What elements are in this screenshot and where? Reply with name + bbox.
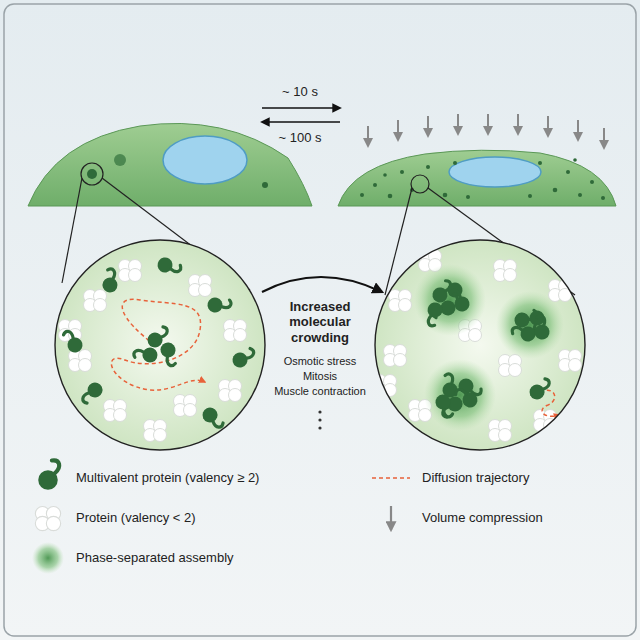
cause-label: Mitosis xyxy=(303,370,337,383)
legend-text: Multivalent protein (valency ≥ 2) xyxy=(76,470,259,486)
legend-text: Protein (valency < 2) xyxy=(76,510,196,526)
time-label: ~ 10 s xyxy=(282,84,318,100)
cause-label: Muscle contraction xyxy=(274,385,366,398)
legend-text: Volume compression xyxy=(422,510,543,526)
legend-text: Diffusion trajectory xyxy=(422,470,529,486)
cause-label: Osmotic stress xyxy=(284,355,357,368)
legend-text: Phase-separated assembly xyxy=(76,550,234,566)
time-label: ~ 100 s xyxy=(278,130,321,146)
process-label: Increased molecular crowding xyxy=(272,299,368,346)
